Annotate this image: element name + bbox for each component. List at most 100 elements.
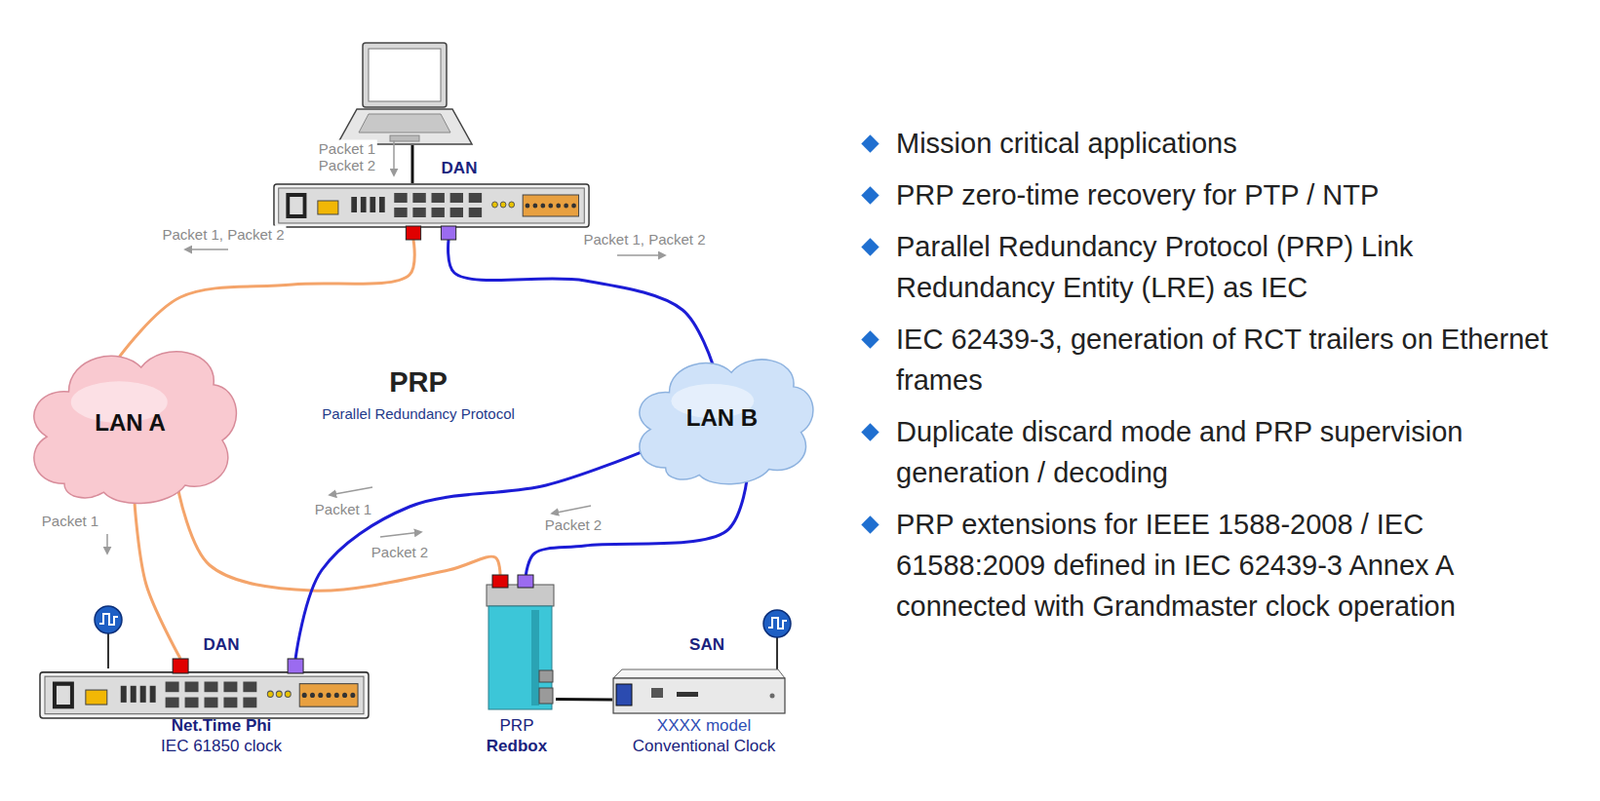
yellow-tag — [85, 690, 108, 705]
bullet-item: PRP extensions for IEEE 1588-2008 / IEC … — [858, 504, 1575, 627]
power-socket-inner — [289, 196, 303, 215]
bullet-text: Mission critical applications — [896, 122, 1238, 164]
packet-label: Packet 1 — [39, 512, 101, 530]
packet-arrow — [185, 248, 229, 251]
rj-port — [165, 682, 180, 694]
rj-port — [412, 207, 426, 218]
packet-label: Packet 1 — [316, 140, 378, 157]
device-heading: SAN — [689, 635, 725, 656]
terminal-screw — [326, 693, 332, 699]
network-link — [448, 239, 713, 365]
dan-device: DANNet.Time PhiIEC 61850 clock — [39, 659, 370, 720]
bullet-diamond — [860, 134, 879, 153]
device-body — [39, 672, 369, 719]
rj-port — [393, 207, 407, 218]
switch — [130, 686, 137, 703]
san-port — [651, 688, 664, 699]
front-panel — [44, 676, 364, 714]
san-blue-port — [616, 684, 632, 706]
bullet-text: PRP zero-time recovery for PTP / NTP — [896, 174, 1379, 216]
rj-port — [242, 698, 257, 709]
clock-icon — [763, 610, 791, 673]
terminal-screw — [555, 203, 561, 209]
power-socket — [285, 193, 307, 219]
clock-stick — [776, 637, 779, 673]
rj-port — [242, 682, 257, 694]
rj-port — [431, 193, 445, 203]
network-link — [134, 503, 181, 660]
packet-label: Packet 2 — [316, 156, 378, 174]
bullet-text: Duplicate discard mode and PRP supervisi… — [896, 411, 1575, 494]
redbox-device: PRPRedbox — [484, 575, 556, 712]
clock-pulse — [768, 618, 787, 629]
switch — [360, 196, 367, 213]
redbox-body — [488, 606, 552, 710]
device-outline — [484, 575, 556, 712]
packet-arrow — [106, 534, 109, 554]
device-caption: IEC 61850 clock — [160, 737, 282, 757]
packet-arrow — [551, 506, 591, 514]
device-outline — [273, 183, 590, 240]
terminal-block — [522, 195, 579, 217]
laptop-icon — [337, 42, 472, 145]
packet-arrows — [107, 140, 665, 554]
led — [267, 691, 274, 698]
device-caption: XXXX model — [657, 716, 751, 737]
rj-port — [468, 193, 482, 203]
power-socket-inner — [56, 686, 71, 705]
terminal-screw — [334, 693, 340, 699]
bullet-text: Parallel Redundancy Protocol (PRP) Link … — [896, 226, 1575, 309]
lan-port — [517, 575, 534, 588]
bullet-text: IEC 62439-3, generation of RCT trailers … — [896, 318, 1575, 401]
led — [284, 691, 291, 698]
bullet-item: IEC 62439-3, generation of RCT trailers … — [858, 318, 1575, 401]
switch — [150, 686, 157, 703]
clock-disc — [763, 610, 791, 638]
rj-port — [468, 207, 482, 218]
rj-port — [450, 207, 464, 218]
terminal-screw — [317, 693, 323, 699]
terminal-screw — [540, 203, 546, 209]
packet-label: Packet 1, Packet 2 — [581, 231, 707, 248]
clock-icon — [94, 606, 122, 669]
device-body — [273, 184, 589, 228]
clock-disc — [94, 606, 122, 634]
rj-port — [204, 698, 219, 709]
device-heading: DAN — [441, 158, 478, 179]
san-top — [613, 669, 785, 679]
lan-port — [287, 659, 304, 674]
redbox-plug — [539, 670, 553, 683]
led — [508, 201, 515, 208]
terminal-screw — [533, 203, 539, 209]
lan-port — [440, 226, 456, 240]
network-link — [525, 482, 746, 576]
rj-port — [450, 193, 464, 203]
laptop-lid — [362, 42, 447, 108]
yellow-tag — [317, 200, 339, 215]
packet-label: Packet 1, Packet 2 — [159, 226, 286, 243]
led — [492, 201, 499, 208]
packet-arrow — [380, 532, 422, 538]
device-outline — [39, 659, 370, 720]
rj-port — [393, 193, 407, 203]
rj-port — [223, 698, 237, 709]
lan-cloud: LAN B — [627, 347, 817, 490]
bullet-diamond — [860, 423, 879, 441]
packet-arrow — [329, 487, 373, 496]
network-link — [555, 698, 613, 703]
bullet-diamond — [860, 515, 879, 534]
packet-label: Packet 2 — [369, 544, 430, 561]
network-label: LAN A — [94, 409, 165, 437]
redbox-plug — [539, 688, 553, 704]
laptop-keyboard — [358, 114, 451, 133]
rj-port — [185, 682, 199, 694]
san-front — [613, 678, 785, 714]
bullet-text: PRP extensions for IEEE 1588-2008 / IEC … — [896, 504, 1575, 627]
bullet-item: Mission critical applications — [858, 122, 1575, 164]
network-label: LAN B — [686, 404, 758, 432]
terminal-screw — [563, 203, 569, 209]
cloud-shape — [34, 351, 237, 505]
terminal-screw — [571, 203, 577, 209]
switch — [369, 196, 376, 213]
packet-label: Packet 1 — [312, 501, 374, 518]
